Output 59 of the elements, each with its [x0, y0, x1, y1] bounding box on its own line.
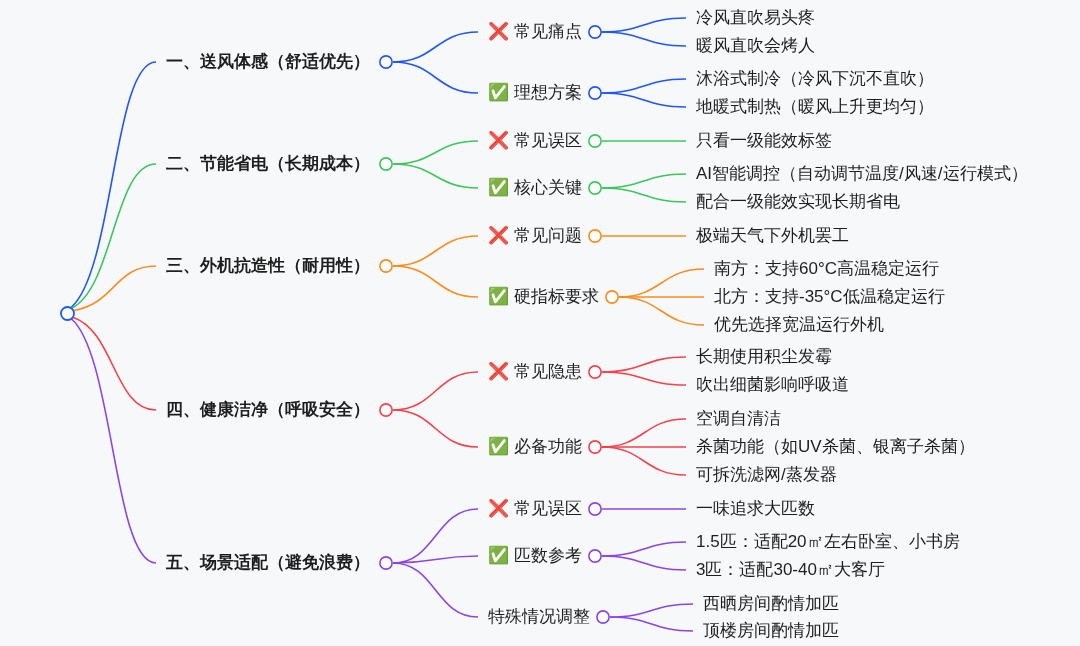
- subtopic-label: ❌ 常见误区: [488, 498, 582, 520]
- point-text: 北方：支持-35°C低温稳定运行: [714, 286, 945, 308]
- point-text: 一味追求大匹数: [696, 498, 815, 520]
- branch-line: [392, 163, 479, 189]
- point-text: 暖风直吹会烤人: [696, 35, 815, 57]
- point-text: 可拆洗滤网/蒸发器: [696, 464, 837, 486]
- point-text: 3匹：适配30-40㎡大客厅: [696, 559, 885, 581]
- subtopic-label: ✅ 匹数参考: [488, 545, 582, 567]
- point-text: 极端天气下外机罢工: [696, 225, 849, 247]
- branch-line: [600, 235, 687, 237]
- topic-heading: 五、场景适配（避免浪费）: [166, 552, 370, 574]
- subtopic-label: ✅ 理想方案: [488, 82, 582, 104]
- topic-heading: 四、健康洁净（呼吸安全）: [166, 399, 370, 421]
- subtopic-label: ✅ 核心关键: [488, 177, 582, 199]
- branch-line: [600, 371, 687, 386]
- branch-line: [617, 296, 705, 326]
- branch-line: [71, 163, 157, 309]
- point-text: 沐浴式制冷（冷风下沉不直吹）: [696, 68, 934, 90]
- point-text: 冷风直吹易头疼: [696, 7, 815, 29]
- subtopic-label: ❌ 常见问题: [488, 225, 582, 247]
- branch-line: [600, 555, 687, 571]
- branch-line: [392, 409, 479, 448]
- point-text: 优先选择宽温运行外机: [714, 314, 884, 336]
- branch-line: [392, 265, 479, 298]
- branch-line: [392, 562, 479, 618]
- point-text: 杀菌功能（如UV杀菌、银离子杀菌）: [696, 436, 975, 458]
- point-text: 只看一级能效标签: [696, 130, 832, 152]
- point-text: 地暖式制热（暖风上升更均匀）: [696, 96, 934, 118]
- ring-icon: [59, 305, 75, 321]
- topic-heading: 三、外机抗造性（耐用性）: [166, 255, 370, 277]
- branch-line: [600, 446, 687, 476]
- branch-line: [70, 61, 157, 309]
- branch-line: [600, 508, 687, 510]
- point-text: 西晒房间酌情加匹: [703, 593, 839, 615]
- branch-line: [600, 31, 687, 47]
- branch-line: [600, 92, 687, 108]
- branch-line: [72, 316, 157, 411]
- topic-heading: 一、送风体感（舒适优先）: [166, 51, 370, 73]
- subtopic-label: ❌ 常见隐患: [488, 361, 582, 383]
- subtopic-label: 特殊情况调整: [488, 606, 590, 628]
- subtopic-label: ✅ 必备功能: [488, 436, 582, 458]
- branch-line: [70, 317, 157, 564]
- subtopic-label: ❌ 常见误区: [488, 130, 582, 152]
- branch-line: [72, 265, 157, 312]
- point-text: 吹出细菌影响呼吸道: [696, 374, 849, 396]
- point-text: 配合一级能效实现长期省电: [696, 191, 900, 213]
- branch-line: [600, 140, 687, 142]
- point-text: 空调自清洁: [696, 408, 781, 430]
- point-text: 顶楼房间酌情加匹: [703, 620, 839, 642]
- point-text: AI智能调控（自动调节温度/风速/运行模式）: [696, 163, 1028, 185]
- branch-line: [392, 61, 479, 94]
- point-text: 1.5匹：适配20㎡左右卧室、小书房: [696, 531, 960, 553]
- branch-line: [600, 187, 687, 203]
- subtopic-label: ❌ 常见痛点: [488, 21, 582, 43]
- subtopic-label: ✅ 硬指标要求: [488, 286, 599, 308]
- point-text: 南方：支持60°C高温稳定运行: [714, 258, 939, 280]
- point-text: 长期使用积尘发霉: [696, 346, 832, 368]
- branch-line: [609, 616, 694, 632]
- topic-heading: 二、节能省电（长期成本）: [166, 153, 370, 175]
